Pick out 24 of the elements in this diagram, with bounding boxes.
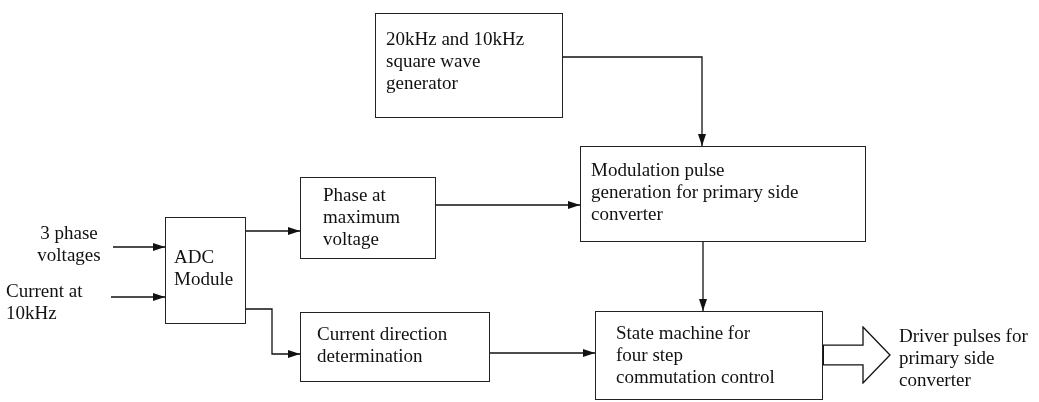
arrow [699, 241, 707, 312]
process-box [375, 13, 563, 118]
arrow [562, 56, 706, 147]
arrow [245, 308, 301, 358]
process-box [300, 177, 436, 259]
signal-label: Driver pulses for primary side converter [890, 325, 1030, 395]
arrow [489, 349, 596, 357]
block-arrow [823, 326, 891, 384]
arrow [110, 293, 166, 301]
signal-label: Current at 10kHz [6, 280, 110, 328]
box-text: 20kHz and 10kHz square wave generator [386, 28, 526, 94]
box-text: ADC Module [174, 246, 235, 290]
box-text: State machine for four step commutation control [616, 322, 776, 388]
process-box [595, 311, 823, 400]
process-box [165, 217, 246, 324]
arrow [112, 243, 166, 251]
box-text: Current direction determination [317, 323, 449, 367]
box-text: Phase at maximum voltage [323, 184, 402, 250]
box-text: Modulation pulse generation for primary side converter [591, 159, 800, 225]
process-box [580, 146, 866, 242]
signal-label: 3 phase voltages [26, 222, 112, 270]
arrow [435, 201, 581, 209]
process-box [300, 312, 490, 382]
arrow [245, 227, 301, 235]
